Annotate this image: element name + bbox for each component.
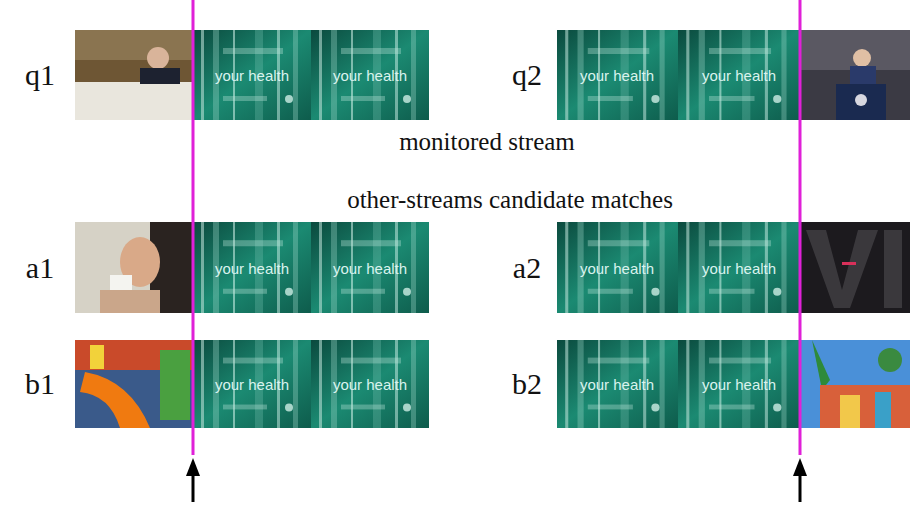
frame-text: your health xyxy=(702,260,776,275)
section-caption: other-streams candidate matches xyxy=(347,187,673,212)
photo-frame xyxy=(75,222,193,313)
frame-text: your health xyxy=(702,377,776,392)
frame-text: your health xyxy=(580,68,654,83)
cut-line xyxy=(192,0,195,455)
green-frame xyxy=(193,340,311,428)
green-frame xyxy=(557,340,678,428)
frame-text: your health xyxy=(333,68,407,83)
pointer-arrow xyxy=(793,458,807,502)
green-frame xyxy=(678,30,800,120)
stream-label: a1 xyxy=(26,253,54,283)
stream-label: q1 xyxy=(25,60,55,90)
green-frame xyxy=(311,222,429,313)
green-frame xyxy=(678,222,800,313)
photo-frame xyxy=(800,30,910,120)
cut-line xyxy=(799,0,802,455)
frame-text: your health xyxy=(215,377,289,392)
photo-frame xyxy=(75,340,193,428)
green-frame xyxy=(193,222,311,313)
frame-text: your health xyxy=(580,377,654,392)
section-caption: monitored stream xyxy=(399,129,575,154)
stream-label: q2 xyxy=(512,60,542,90)
green-frame xyxy=(557,222,678,313)
green-frame xyxy=(678,340,800,428)
stream-label: a2 xyxy=(513,253,541,283)
stream-label: b1 xyxy=(25,369,55,399)
frame-text: your health xyxy=(333,377,407,392)
green-frame xyxy=(557,30,678,120)
frame-text: your health xyxy=(215,260,289,275)
photo-frame xyxy=(800,340,910,428)
graphic-frame xyxy=(800,222,910,313)
frame-text: your health xyxy=(702,68,776,83)
frame-text: your health xyxy=(580,260,654,275)
frame-text: your health xyxy=(333,260,407,275)
green-frame xyxy=(311,30,429,120)
stream-label: b2 xyxy=(512,369,542,399)
green-frame xyxy=(193,30,311,120)
frame-text: your health xyxy=(215,68,289,83)
pointer-arrow xyxy=(186,458,200,502)
green-frame xyxy=(311,340,429,428)
photo-frame xyxy=(75,30,193,120)
